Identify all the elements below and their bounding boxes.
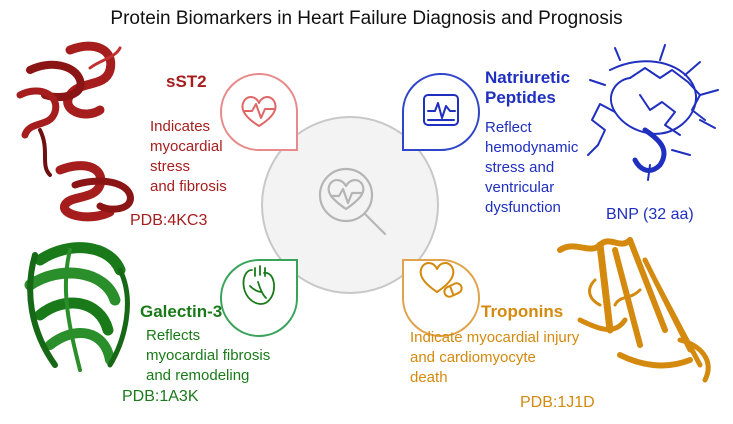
figure-title: Protein Biomarkers in Heart Failure Diag… bbox=[110, 8, 623, 29]
sst2-name: sST2 bbox=[166, 72, 207, 91]
bnp-structure-label: BNP (32 aa) bbox=[606, 206, 694, 223]
troponin-description: Indicate myocardial injury and cardiomyo… bbox=[410, 329, 580, 386]
galectin-name: Galectin-3 bbox=[140, 302, 223, 321]
galectin-pdb-label: PDB:1A3K bbox=[122, 388, 199, 405]
troponin-name: Troponins bbox=[481, 302, 564, 321]
sst2-pdb-label: PDB:4KC3 bbox=[130, 212, 208, 229]
natriuretic-description: Reflect hemodynamic stress and ventricul… bbox=[485, 119, 579, 216]
troponin-pdb-label: PDB:1J1D bbox=[520, 394, 595, 411]
natriuretic-name: Natriuretic Peptides bbox=[485, 68, 571, 107]
galectin-description: Reflects myocardial fibrosis and remodel… bbox=[146, 327, 271, 384]
sst2-description: Indicates myocardial stress and fibrosis bbox=[150, 118, 227, 195]
